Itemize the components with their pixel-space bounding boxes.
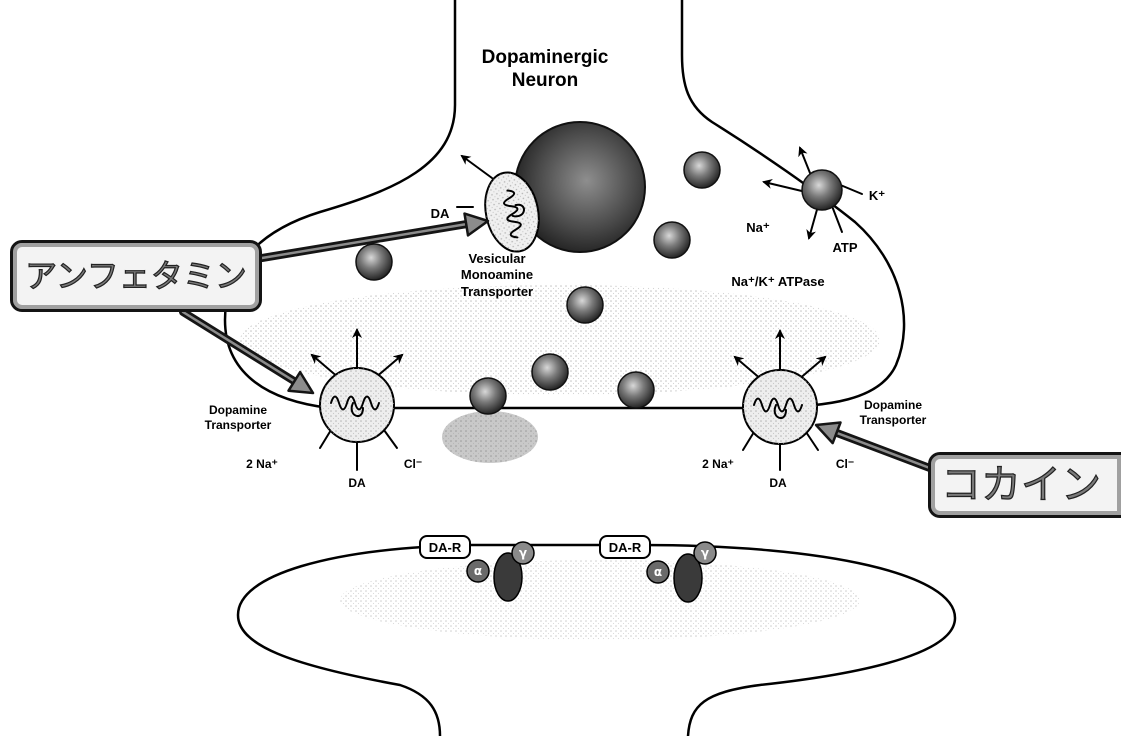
vmat-name-line3: Transporter xyxy=(461,284,533,299)
neuron-title-line1: Dopaminergic xyxy=(482,47,609,68)
neuron-title-line2: Neuron xyxy=(512,70,579,91)
dat-right-sodium-label: 2 Na⁺ xyxy=(702,457,734,471)
pump-na-label: Na⁺ xyxy=(746,220,770,235)
release-cloud-stipple xyxy=(442,411,538,463)
dat-left-da-label: DA xyxy=(348,476,366,490)
synaptic-vesicle xyxy=(567,287,603,323)
dat-right-stipple xyxy=(743,370,817,444)
postsynaptic-shading xyxy=(340,560,860,640)
g-protein-alpha-label: α xyxy=(654,565,662,579)
vmat-name-line1: Vesicular xyxy=(468,251,525,266)
receptor-label: DA-R xyxy=(429,540,462,555)
pump-down-arrow xyxy=(809,206,818,238)
synaptic-vesicle xyxy=(654,222,690,258)
pump-na-arrow xyxy=(764,182,806,192)
na-k-atpase xyxy=(764,148,862,238)
cocaine-label: コカイン xyxy=(941,465,1101,505)
arrow-head xyxy=(465,214,489,236)
arrow-head xyxy=(816,423,841,444)
synaptic-vesicle xyxy=(532,354,568,390)
dat-left-chloride-label: Cl⁻ xyxy=(404,457,422,471)
amphetamine-label: アンフェタミン xyxy=(25,260,247,292)
synaptic-vesicle xyxy=(356,244,392,280)
pump-sphere xyxy=(802,170,842,210)
g-protein-gamma-label: γ xyxy=(519,546,527,560)
dat-right-chloride-line xyxy=(806,432,818,450)
dat-right-da-label: DA xyxy=(769,476,787,490)
amphetamine-label-box: アンフェタミン xyxy=(10,240,262,312)
dat-left-name-line1: Dopamine xyxy=(209,403,267,417)
vmat-name-line2: Monoamine xyxy=(461,267,533,282)
dopamine-release-cloud xyxy=(442,411,538,463)
dat-left-chloride-line xyxy=(384,430,397,448)
pump-k-label: K⁺ xyxy=(869,188,885,203)
pump-name-label: Na⁺/K⁺ ATPase xyxy=(731,274,824,289)
cocaine-arrow-to-dat xyxy=(816,423,935,471)
dat-right-name-line1: Dopamine xyxy=(864,398,922,412)
synaptic-vesicle xyxy=(684,152,720,188)
fusing-vesicle xyxy=(470,378,506,414)
dat-right-sodium-line xyxy=(743,432,754,450)
synaptic-vesicle xyxy=(618,372,654,408)
dat-left-sodium-label: 2 Na⁺ xyxy=(246,457,278,471)
g-protein-gamma-label: γ xyxy=(701,546,709,560)
receptor-label: DA-R xyxy=(609,540,642,555)
vmat-efflux-arrow xyxy=(462,156,492,178)
dat-right-name-line2: Transporter xyxy=(860,413,927,427)
dat-left-name-line2: Transporter xyxy=(205,418,272,432)
dat-right-chloride-label: Cl⁻ xyxy=(836,457,854,471)
g-protein-alpha-label: α xyxy=(474,564,482,578)
cocaine-label-box: コカイン xyxy=(928,452,1121,518)
dat-left-stipple xyxy=(320,368,394,442)
pump-atp-label: ATP xyxy=(832,240,857,255)
vmat-substrate-label: DA xyxy=(431,206,450,221)
postsynaptic-stipple xyxy=(340,560,860,640)
dat-left-sodium-line xyxy=(320,430,331,448)
